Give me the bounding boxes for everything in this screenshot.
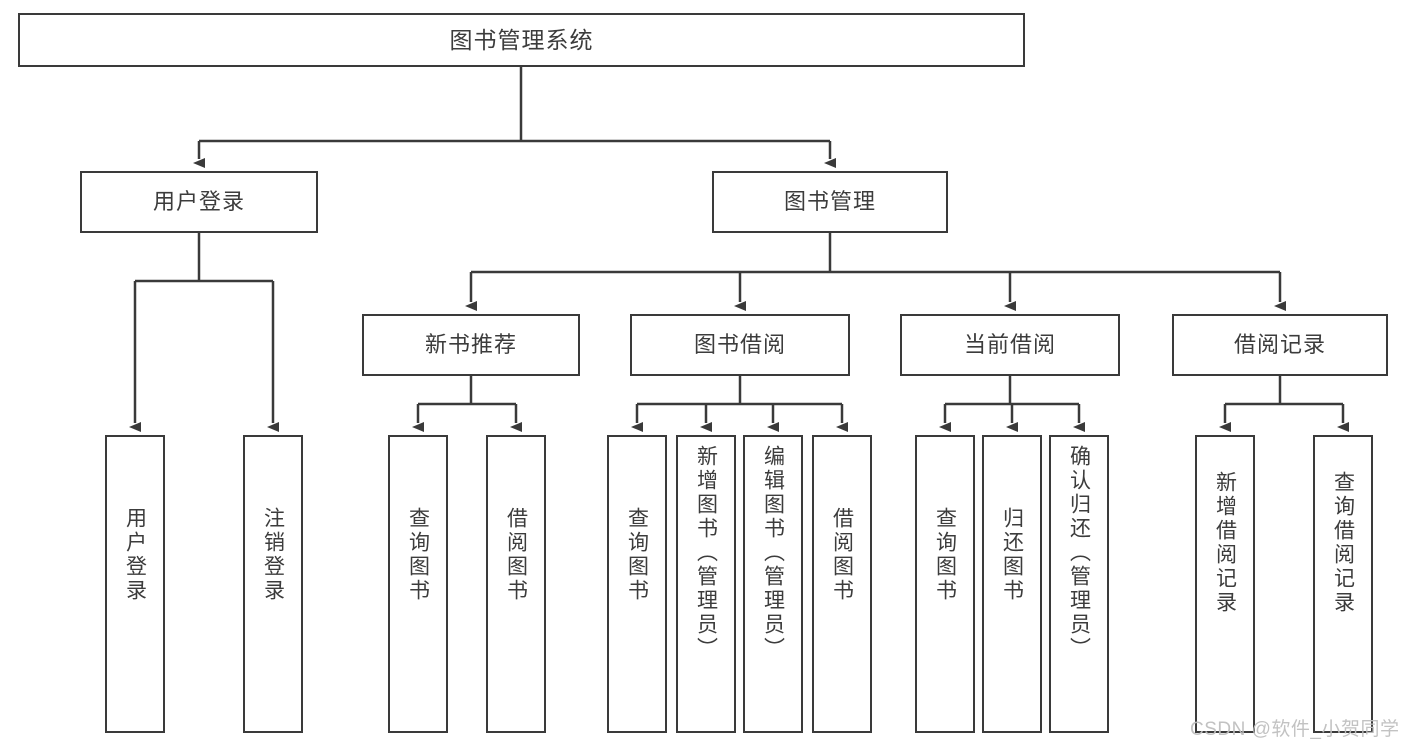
node-root[interactable]: 图书管理系统 — [18, 13, 1025, 67]
leaf-query-record-label: 查询借阅记录 — [1331, 471, 1355, 615]
leaf-edit-book-label: 编辑图书（管理员） — [761, 445, 785, 661]
node-current-borrow-label: 当前借阅 — [963, 332, 1056, 358]
node-user-login-label: 用户登录 — [152, 189, 245, 215]
leaf-edit-book[interactable]: 编辑图书（管理员） — [743, 435, 803, 733]
leaf-query-book-3[interactable]: 查询图书 — [915, 435, 975, 733]
node-root-label: 图书管理系统 — [449, 26, 594, 53]
leaf-user-login[interactable]: 用户登录 — [105, 435, 165, 733]
leaf-return-book[interactable]: 归还图书 — [982, 435, 1042, 733]
leaf-query-book-3-label: 查询图书 — [933, 507, 957, 603]
leaf-add-book-label: 新增图书（管理员） — [694, 445, 718, 661]
leaf-user-login-label: 用户登录 — [123, 507, 147, 603]
node-borrow-record-label: 借阅记录 — [1233, 332, 1326, 358]
watermark: CSDN @软件_小贺同学 — [1190, 719, 1400, 740]
leaf-confirm-return-label: 确认归还（管理员） — [1067, 445, 1091, 661]
leaf-return-book-label: 归还图书 — [1000, 507, 1024, 603]
node-book-borrow[interactable]: 图书借阅 — [630, 314, 850, 376]
leaf-add-record[interactable]: 新增借阅记录 — [1195, 435, 1255, 733]
leaf-query-book-2-label: 查询图书 — [625, 507, 649, 603]
leaf-user-logout-label: 注销登录 — [261, 507, 285, 603]
node-current-borrow[interactable]: 当前借阅 — [900, 314, 1120, 376]
node-new-book-recommend-label: 新书推荐 — [424, 332, 517, 358]
node-borrow-record[interactable]: 借阅记录 — [1172, 314, 1388, 376]
node-book-borrow-label: 图书借阅 — [693, 332, 786, 358]
node-book-management-label: 图书管理 — [783, 189, 876, 215]
leaf-query-book-2[interactable]: 查询图书 — [607, 435, 667, 733]
leaf-borrow-book-2-label: 借阅图书 — [830, 507, 854, 603]
node-book-management[interactable]: 图书管理 — [712, 171, 948, 233]
leaf-query-book-1[interactable]: 查询图书 — [388, 435, 448, 733]
leaf-confirm-return[interactable]: 确认归还（管理员） — [1049, 435, 1109, 733]
leaf-add-book[interactable]: 新增图书（管理员） — [676, 435, 736, 733]
node-new-book-recommend[interactable]: 新书推荐 — [362, 314, 580, 376]
leaf-borrow-book-2[interactable]: 借阅图书 — [812, 435, 872, 733]
leaf-query-record[interactable]: 查询借阅记录 — [1313, 435, 1373, 733]
leaf-borrow-book-1[interactable]: 借阅图书 — [486, 435, 546, 733]
leaf-add-record-label: 新增借阅记录 — [1213, 471, 1237, 615]
leaf-borrow-book-1-label: 借阅图书 — [504, 507, 528, 603]
leaf-query-book-1-label: 查询图书 — [406, 507, 430, 603]
leaf-user-logout[interactable]: 注销登录 — [243, 435, 303, 733]
node-user-login[interactable]: 用户登录 — [80, 171, 318, 233]
